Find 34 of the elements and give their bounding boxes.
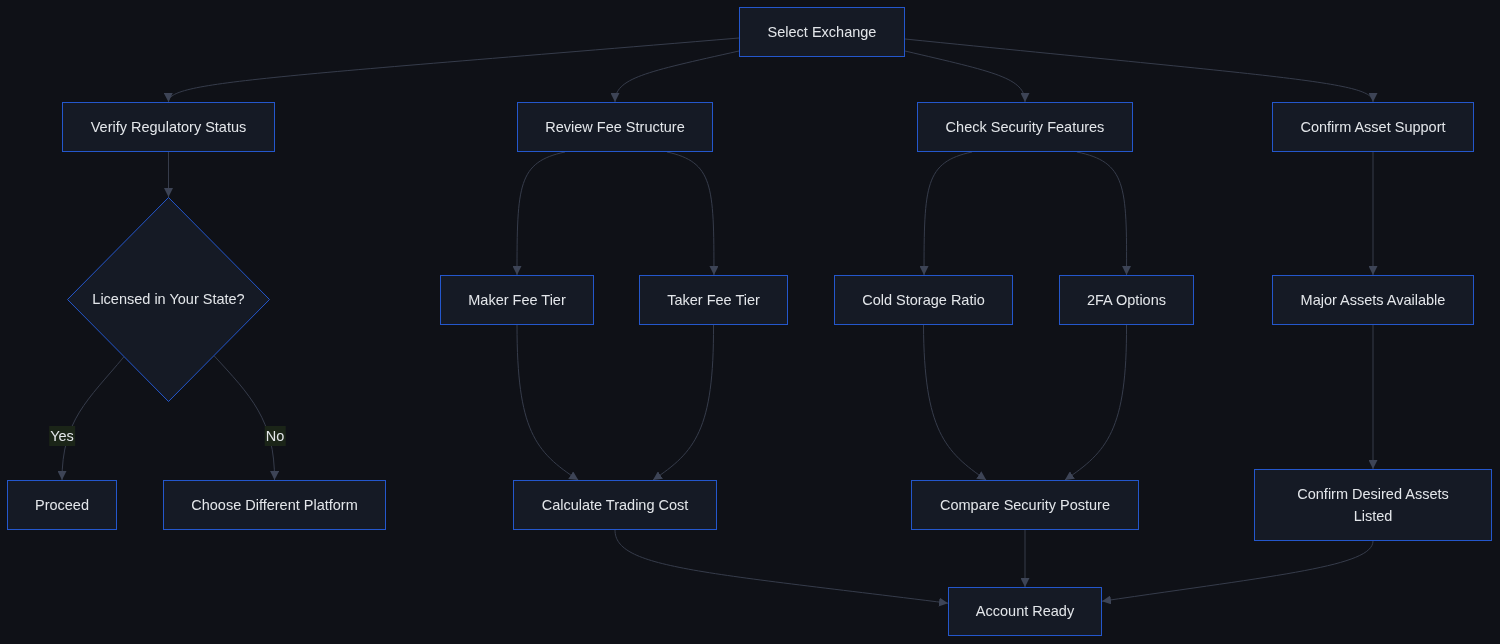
process-box: Compare Security Posture <box>911 480 1139 530</box>
process-box: Verify Regulatory Status <box>62 102 275 152</box>
arrow <box>164 151 173 198</box>
arrow <box>1064 324 1127 481</box>
arrow <box>213 355 279 481</box>
process-box: Choose Different Platform <box>163 480 386 530</box>
process-box: Check Security Features <box>917 102 1133 152</box>
arrow <box>1020 529 1030 588</box>
process-box: Review Fee Structure <box>517 102 713 152</box>
arrow <box>904 50 1029 103</box>
process-box: Taker Fee Tier <box>639 275 788 325</box>
edge-label: Yes <box>49 426 75 446</box>
arrow <box>1101 540 1374 605</box>
process-box: Account Ready <box>948 587 1102 636</box>
arrow <box>652 324 714 481</box>
decision-label: Licensed in Your State? <box>92 290 245 310</box>
process-box: Calculate Trading Cost <box>513 480 717 530</box>
process-box: Cold Storage Ratio <box>834 275 1013 325</box>
process-box: Confirm Asset Support <box>1272 102 1474 152</box>
process-box: 2FA Options <box>1059 275 1194 325</box>
edge-label: No <box>264 426 286 446</box>
arrow <box>923 324 987 481</box>
process-box: Major Assets Available <box>1272 275 1474 325</box>
arrow <box>57 356 125 481</box>
process-box: Select Exchange <box>739 7 905 57</box>
process-box: Proceed <box>7 480 117 530</box>
arrow <box>611 50 740 103</box>
arrow <box>1368 324 1378 470</box>
process-box: Maker Fee Tier <box>440 275 594 325</box>
process-box: Confirm Desired Assets Listed <box>1254 469 1492 541</box>
arrow <box>1368 151 1378 276</box>
arrow <box>614 529 949 607</box>
arrow <box>516 324 579 481</box>
arrow <box>167 37 740 103</box>
